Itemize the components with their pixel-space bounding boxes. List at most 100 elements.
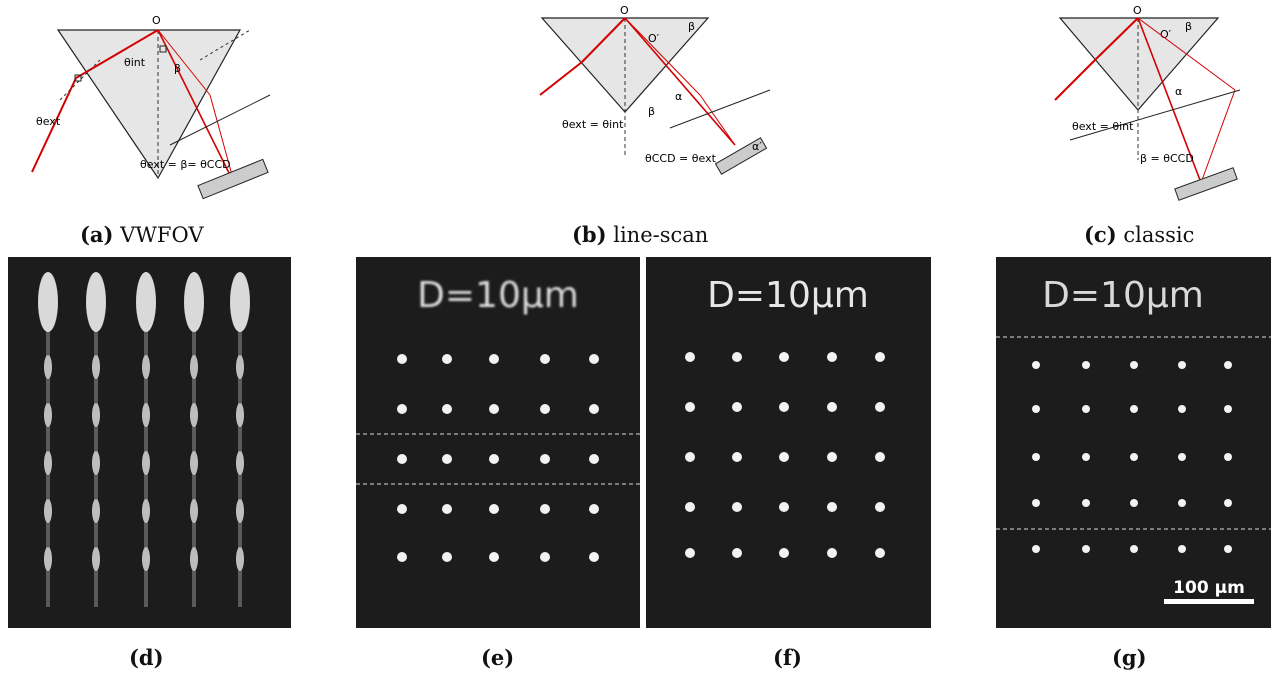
svg-text:θint: θint — [124, 56, 146, 69]
svg-text:O: O — [1133, 4, 1142, 17]
streak-spot — [236, 403, 244, 427]
micro-dot — [489, 404, 499, 414]
streak-spot — [142, 451, 150, 475]
micro-dot — [442, 552, 452, 562]
streak-top — [184, 272, 204, 332]
svg-text:α: α — [1175, 85, 1182, 98]
micro-dot — [732, 502, 742, 512]
micro-dot — [1178, 499, 1186, 507]
caption-f: (f) — [773, 645, 802, 670]
micro-dot — [1082, 405, 1090, 413]
micro-dot — [685, 452, 695, 462]
streak — [94, 277, 98, 607]
micro-dot — [442, 404, 452, 414]
micro-dot — [1032, 405, 1040, 413]
micro-dot — [827, 548, 837, 558]
streak-spot — [44, 355, 52, 379]
micro-dot — [1032, 499, 1040, 507]
micro-dot — [589, 454, 599, 464]
svg-text:θext = θint: θext = θint — [1072, 120, 1134, 133]
micro-dot — [442, 454, 452, 464]
streak — [192, 277, 196, 607]
caption-c: (c) classic — [1084, 222, 1195, 247]
streak-spot — [236, 355, 244, 379]
svg-text:β: β — [1185, 20, 1192, 33]
micro-dot — [589, 354, 599, 364]
streak-spot — [142, 499, 150, 523]
micro-dot — [1082, 453, 1090, 461]
micro-dot — [397, 504, 407, 514]
svg-text:D=10µm: D=10µm — [1042, 275, 1204, 316]
micro-dot — [685, 502, 695, 512]
svg-text:O: O — [152, 14, 161, 27]
svg-text:D=10µm: D=10µm — [707, 275, 869, 316]
svg-text:O′: O′ — [648, 32, 660, 45]
streak-spot — [44, 499, 52, 523]
micro-dot — [827, 502, 837, 512]
photo-d — [8, 257, 291, 628]
micro-dot — [489, 504, 499, 514]
svg-text:α: α — [675, 90, 682, 103]
streak-spot — [92, 499, 100, 523]
micro-dot — [827, 352, 837, 362]
micro-dot — [589, 552, 599, 562]
streak-top — [38, 272, 58, 332]
micro-dot — [1082, 545, 1090, 553]
micro-dot — [1130, 453, 1138, 461]
streak-spot — [236, 499, 244, 523]
micro-dot — [1130, 405, 1138, 413]
streak — [46, 277, 50, 607]
streak-top — [230, 272, 250, 332]
photo-e: D=10µm — [356, 257, 640, 628]
micro-dot — [1178, 453, 1186, 461]
streak-spot — [190, 547, 198, 571]
diagram-c-classic: O O′ β α θext = θint β = θCCD — [1040, 0, 1275, 205]
micro-dot — [779, 502, 789, 512]
caption-a: (a) VWFOV — [80, 222, 204, 247]
micro-dot — [1130, 499, 1138, 507]
streak-spot — [190, 499, 198, 523]
micro-dot — [442, 354, 452, 364]
streak-spot — [190, 355, 198, 379]
micro-dot — [397, 404, 407, 414]
streak-top — [86, 272, 106, 332]
svg-text:θext = β= θCCD: θext = β= θCCD — [140, 158, 231, 171]
micro-dot — [1130, 545, 1138, 553]
micro-dot — [397, 354, 407, 364]
micro-dot — [685, 548, 695, 558]
streak-spot — [190, 451, 198, 475]
streak-top — [136, 272, 156, 332]
svg-text:β = θCCD: β = θCCD — [1140, 152, 1194, 165]
streak-spot — [44, 403, 52, 427]
micro-dot — [540, 454, 550, 464]
micro-dot — [1082, 361, 1090, 369]
svg-text:O′: O′ — [1160, 28, 1172, 41]
micro-dot — [685, 352, 695, 362]
micro-dot — [1224, 453, 1232, 461]
micro-dot — [875, 548, 885, 558]
micro-dot — [732, 402, 742, 412]
streak-spot — [190, 403, 198, 427]
micro-dot — [1032, 453, 1040, 461]
streak-spot — [44, 547, 52, 571]
svg-text:β: β — [174, 62, 181, 75]
svg-text:θext = θint: θext = θint — [562, 118, 624, 131]
micro-dot — [732, 452, 742, 462]
streak-spot — [44, 451, 52, 475]
micro-dot — [1224, 545, 1232, 553]
streak-spot — [92, 403, 100, 427]
streak — [144, 277, 148, 607]
caption-b: (b) line-scan — [572, 222, 709, 247]
micro-dot — [827, 452, 837, 462]
svg-text:θCCD = θext: θCCD = θext — [645, 152, 717, 165]
micro-dot — [732, 548, 742, 558]
micro-dot — [875, 502, 885, 512]
micro-dot — [779, 352, 789, 362]
micro-dot — [1082, 499, 1090, 507]
svg-text:O: O — [620, 4, 629, 17]
micro-dot — [489, 552, 499, 562]
micro-dot — [589, 504, 599, 514]
micro-dot — [779, 452, 789, 462]
micro-dot — [489, 454, 499, 464]
micro-dot — [540, 354, 550, 364]
